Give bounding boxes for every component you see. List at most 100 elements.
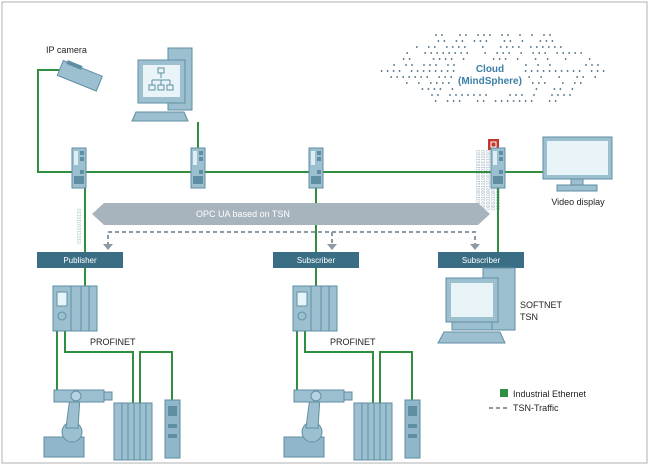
cloud-dot	[520, 52, 523, 54]
cloud-dot	[537, 64, 539, 66]
ip-camera-icon	[56, 59, 103, 92]
cloud-dot	[535, 46, 538, 48]
cloud-dot	[402, 58, 405, 60]
video-display-icon	[542, 136, 613, 192]
tsn-switch-3	[308, 147, 324, 189]
cloud-dot	[424, 52, 427, 54]
cloud-dot	[442, 52, 445, 54]
cloud-dot	[445, 46, 448, 48]
cloud-dot	[545, 40, 548, 42]
cloud-dot	[533, 94, 535, 96]
publisher-box: Publisher	[37, 252, 123, 268]
cloud-dot	[574, 52, 577, 54]
cloud-dot	[405, 82, 408, 84]
cloud-dot	[440, 70, 443, 72]
cloud-dot	[530, 70, 533, 72]
cloud-dot	[521, 94, 523, 96]
publisher-data-stream: 0101101010110	[77, 208, 83, 244]
cloud-dot	[428, 70, 431, 72]
cloud-dot	[537, 82, 540, 84]
cloud-dot	[536, 70, 539, 72]
cloud-dot	[531, 34, 533, 36]
cloud-dot	[524, 70, 527, 72]
tsn-switch-4	[490, 147, 506, 189]
cloud-dot	[434, 70, 437, 72]
cloud-dot	[588, 58, 591, 60]
cloud-dot	[585, 64, 587, 66]
cloud-dot	[438, 58, 441, 60]
subscriber-plc-icon	[292, 285, 338, 332]
cloud-dot	[551, 94, 553, 96]
cloud-dot	[415, 46, 418, 48]
cloud-dot	[482, 100, 485, 102]
industrial-ethernet-lines	[37, 69, 545, 418]
cloud-dot	[380, 70, 383, 72]
profinet-label-2: PROFINET	[330, 337, 376, 347]
cloud-dot	[438, 76, 441, 78]
cloud-dot	[572, 70, 575, 72]
video-display-label: Video display	[551, 197, 605, 207]
cloud-dot	[511, 46, 514, 48]
cloud-dot	[508, 52, 511, 54]
cloud-dot	[451, 88, 454, 90]
cloud-dot	[501, 34, 503, 36]
subscriber-label-1: Subscriber	[297, 256, 336, 265]
cloud-dot	[573, 82, 576, 84]
softnet-sublabel: TSN	[520, 312, 538, 322]
robot-icon-1	[43, 389, 113, 458]
cloud-dot	[496, 52, 499, 54]
cloud-dot	[503, 40, 506, 42]
cloud-dot	[461, 40, 464, 42]
binary-digits: 0010100011100101011010	[481, 150, 487, 210]
cloud-dot	[460, 52, 463, 54]
cloud-dot	[515, 94, 517, 96]
cloud-dot	[563, 94, 565, 96]
cloud-dot	[402, 76, 405, 78]
cloud-dot	[406, 52, 409, 54]
cloud-dot	[569, 94, 571, 96]
cloud-dot	[462, 58, 465, 60]
tsn-switch-1	[71, 147, 87, 189]
cloud-dot	[441, 34, 443, 36]
cloud-dot	[436, 52, 439, 54]
legend: Industrial Ethernet TSN-Traffic	[489, 389, 587, 413]
cloud-dot	[541, 46, 544, 48]
cloud-dot	[553, 46, 556, 48]
cloud-dot	[433, 46, 436, 48]
cloud-dot	[489, 34, 491, 36]
cloud-dot	[431, 94, 433, 96]
cloud-dot	[582, 76, 585, 78]
cloud-dot	[450, 76, 453, 78]
cloud-dot	[465, 34, 467, 36]
cloud-dot	[518, 100, 521, 102]
cloud-dot	[562, 52, 565, 54]
tsn-switch-2	[190, 147, 206, 189]
cloud-dot	[434, 100, 437, 102]
cloud-dot	[408, 58, 411, 60]
drive-icon-2	[404, 399, 421, 459]
subscriber-box-2: Subscriber	[438, 252, 524, 268]
cloud-dot	[437, 94, 439, 96]
opc-ua-label: OPC UA based on TSN	[196, 209, 290, 219]
cloud-dot	[500, 100, 503, 102]
cloud-dot	[449, 94, 451, 96]
io-rack-icon-1	[113, 402, 153, 461]
legend-ethernet-swatch	[500, 389, 508, 397]
cloud-dot	[557, 94, 559, 96]
cloud-dot	[466, 52, 469, 54]
cloud-dot	[524, 100, 527, 102]
cloud-dot	[473, 40, 476, 42]
cloud-dot	[435, 34, 437, 36]
cloud-dot	[416, 70, 419, 72]
cloud-dot	[498, 58, 501, 60]
cloud-dot	[453, 64, 455, 66]
cloud-dot	[483, 34, 485, 36]
cloud-dot	[558, 76, 561, 78]
subscriber-box-1: Subscriber	[273, 252, 359, 268]
cloud-dot	[458, 100, 461, 102]
cloud-dot	[451, 46, 454, 48]
cloud-dot	[467, 94, 469, 96]
cloud-dot	[450, 58, 453, 60]
cloud-dot	[452, 100, 455, 102]
